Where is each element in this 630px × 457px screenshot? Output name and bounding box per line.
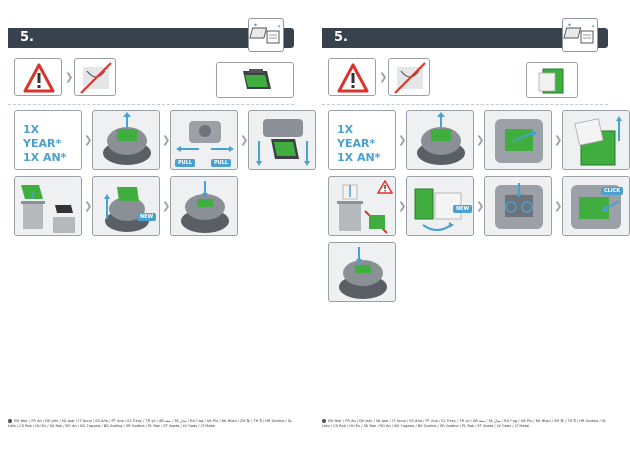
pull-label-right: PULL (211, 159, 231, 167)
warning-icon (14, 58, 62, 96)
divider (8, 104, 294, 105)
svg-text:✦: ✦ (591, 24, 595, 30)
step-image-remove-pad (562, 110, 630, 170)
svg-text:✦: ✦ (567, 22, 572, 29)
step-number: 5. (20, 30, 34, 45)
left-page: 5. ✦ ✦ ❯ (8, 0, 308, 457)
warning-icon (328, 58, 376, 96)
chevron-right-icon: ❯ (379, 72, 387, 83)
year-line-2: 1X AN* (23, 151, 81, 165)
filter-pad-part-icon (526, 62, 578, 98)
step-image-insert-new: NEW (92, 176, 160, 236)
no-washing-icon (74, 58, 116, 96)
pull-label-left: PULL (175, 159, 195, 167)
step-number: 5. (334, 30, 348, 45)
no-washing-icon (388, 58, 430, 96)
step-image-open-lid (406, 110, 474, 170)
step-image-discard-filter (14, 176, 82, 236)
new-label: NEW (453, 205, 472, 213)
filter-icon: ✦ ✦ (562, 18, 598, 52)
click-label: CLICK (601, 187, 623, 195)
year-tile: 1X YEAR* 1X AN* (328, 110, 396, 170)
step-image-close-lid (328, 242, 396, 302)
step-image-insert-pad (484, 176, 552, 236)
year-line-1: 1X YEAR* (23, 123, 81, 151)
footer-translations: EN Year / FR An / DE Jahr / NL Jaar / IT… (8, 419, 298, 429)
right-page: 5. ✦ ✦ ❯ 1X (322, 0, 622, 457)
step-image-click-filter: CLICK (562, 176, 630, 236)
year-line-1: 1X YEAR* (337, 123, 395, 151)
hepa-filter-part-icon (216, 62, 294, 98)
warning-icon (377, 179, 393, 193)
step-image-open-lid (92, 110, 160, 170)
new-label: NEW (137, 213, 156, 221)
footer-text: EN Year / FR An / DE Jahr / NL Jaar / IT… (8, 419, 292, 428)
step-image-remove-filter (248, 110, 316, 170)
footer-translations: EN Year / FR An / DE Jahr / NL Jaar / IT… (322, 419, 612, 429)
step-image-pull-filter: PULL PULL (170, 110, 238, 170)
step-image-discard-pad (328, 176, 396, 236)
year-tile: 1X YEAR* 1X AN* (14, 110, 82, 170)
asterisk-icon (322, 419, 326, 423)
year-line-2: 1X AN* (337, 151, 395, 165)
asterisk-icon (8, 419, 12, 423)
step-image-new-pad: NEW (406, 176, 474, 236)
step-image-unclip-filter (484, 110, 552, 170)
divider (322, 104, 608, 105)
chevron-right-icon: ❯ (65, 72, 73, 83)
step-image-close-lid (170, 176, 238, 236)
filter-icon: ✦ ✦ (248, 18, 284, 52)
svg-text:✦: ✦ (253, 22, 258, 29)
svg-text:✦: ✦ (277, 24, 281, 30)
footer-text: EN Year / FR An / DE Jahr / NL Jaar / IT… (322, 419, 606, 428)
